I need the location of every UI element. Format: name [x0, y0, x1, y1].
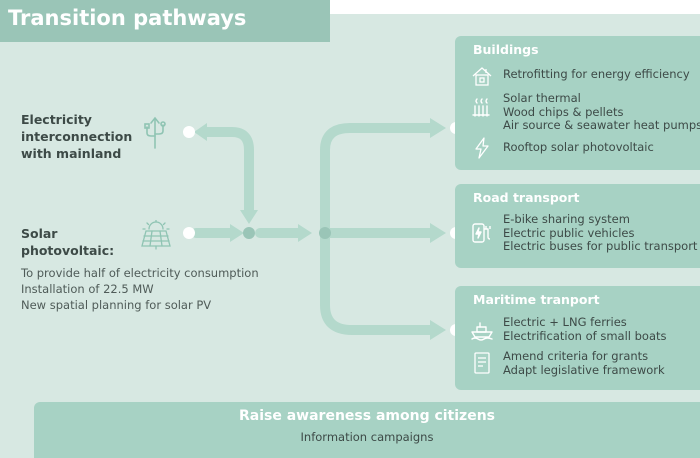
arrowhead-down: [240, 210, 258, 224]
arrowhead-hub: [298, 224, 312, 242]
road-transport-box: Road transport E-bike sharing system Ele…: [455, 184, 700, 268]
house-icon: [472, 67, 492, 86]
awareness-banner: Raise awareness among citizens Informati…: [34, 402, 700, 458]
title-bar: Transition pathways: [0, 0, 330, 42]
radiator-icon: [472, 98, 490, 117]
ev-charger-icon: [472, 223, 491, 243]
maritime-box: Maritime tranport Electric + LNG ferries…: [455, 286, 700, 390]
electricity-label: Electricity interconnection with mainlan…: [21, 112, 133, 161]
detail-line: Installation of 22.5 MW: [21, 282, 154, 296]
solar-label: Solar photovoltaic:: [21, 226, 115, 258]
solar-details: To provide half of electricity consumpti…: [21, 265, 259, 313]
arrowhead-road: [430, 223, 446, 243]
box-title: Buildings: [473, 42, 539, 57]
awareness-subtitle: Information campaigns: [300, 430, 434, 444]
road-item: E-bike sharing system Electric public ve…: [503, 212, 698, 253]
buildings-item: Rooftop solar photovoltaic: [503, 140, 654, 154]
solar-panel-icon: [141, 220, 171, 250]
box-title: Road transport: [473, 190, 580, 205]
junction-split: [319, 227, 331, 239]
maritime-item: Electric + LNG ferries Electrification o…: [503, 315, 667, 343]
buildings-item: Solar thermal Wood chips & pellets Air s…: [503, 91, 700, 132]
arrow-interconnection: [198, 127, 254, 217]
awareness-title: Raise awareness among citizens: [238, 408, 495, 424]
detail-line: To provide half of electricity consumpti…: [21, 266, 259, 280]
document-icon: [474, 352, 490, 374]
arrow-to-maritime: [320, 228, 435, 335]
node-interconnection: [183, 126, 195, 138]
node-solar: [183, 227, 195, 239]
buildings-item: Retrofitting for energy efficiency: [503, 67, 690, 81]
page-title: Transition pathways: [8, 6, 247, 30]
detail-line: New spatial planning for solar PV: [21, 298, 212, 312]
lightning-icon: [475, 137, 489, 159]
plug-icon: [144, 116, 166, 149]
buildings-box: Buildings Retrofitting for energy effici…: [455, 36, 700, 170]
arrowhead-solar: [230, 224, 244, 242]
arrowhead-interconnection: [194, 123, 207, 141]
maritime-item: Amend criteria for grants Adapt legislat…: [503, 349, 665, 377]
ferry-icon: [471, 322, 493, 341]
box-title: Maritime tranport: [473, 292, 600, 307]
arrow-to-buildings: [320, 123, 435, 238]
arrowhead-maritime: [430, 320, 446, 340]
arrowhead-buildings: [430, 118, 446, 138]
junction-hub: [243, 227, 255, 239]
